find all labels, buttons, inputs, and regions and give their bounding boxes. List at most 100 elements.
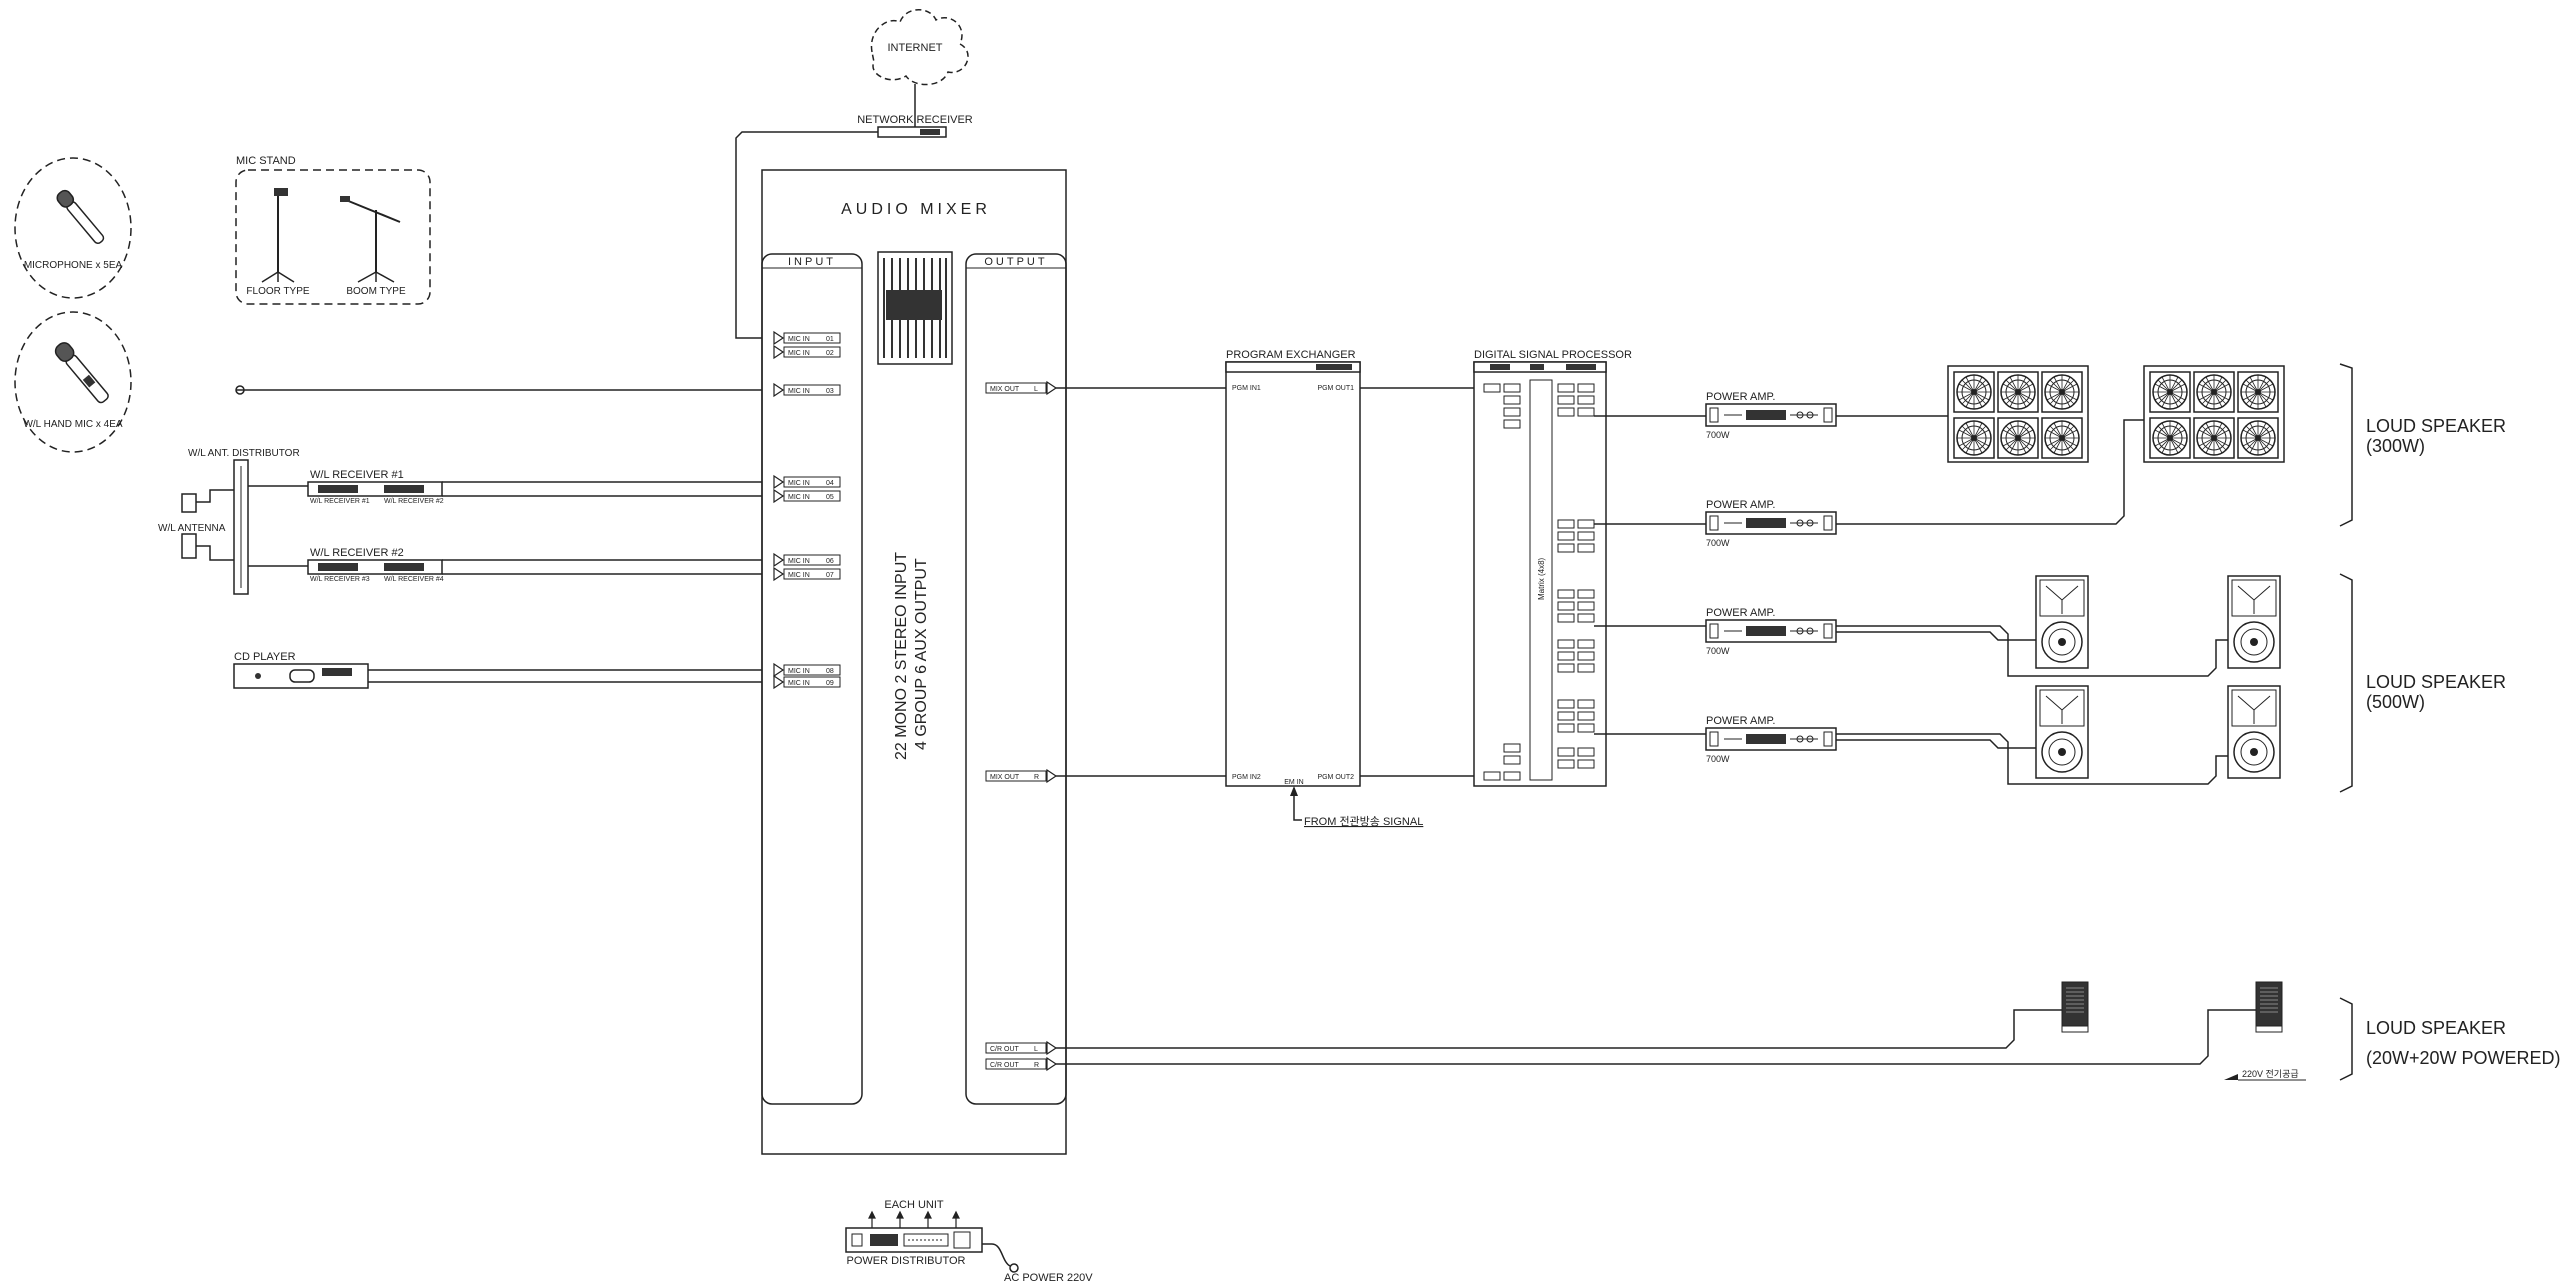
pgm-in2-label: PGM IN2 (1232, 774, 1261, 781)
mic-in-label: MIC IN (788, 558, 810, 565)
cr-out-links (1056, 1009, 2256, 1065)
receiver-1-sub-a: W/L RECEIVER #1 (310, 498, 370, 505)
dsp: DIGITAL SIGNAL PROCESSOR Matrix (4x8) (1473, 349, 1632, 787)
mic-in-label: MIC IN (788, 572, 810, 579)
power-amp-2: POWER AMP. 700W (1705, 499, 1837, 548)
mix-out-ch: R (1034, 774, 1039, 781)
floor-stand-icon (261, 188, 295, 283)
mic-in-port: MIC IN 07 (773, 567, 841, 581)
mic-in-label: MIC IN (788, 388, 810, 395)
amp-speaker-links (1836, 415, 2228, 785)
boom-stand-icon (340, 196, 401, 283)
receiver-1-link (248, 481, 774, 497)
speaker-group-powered-line1: LOUD SPEAKER (2366, 1018, 2506, 1038)
power-amp-watt: 700W (1706, 646, 1730, 656)
speaker-300w-b (2143, 365, 2285, 463)
receiver-2-label: W/L RECEIVER #2 (310, 547, 404, 559)
dsp-amp-links (1594, 415, 1710, 735)
from-signal-label: FROM 전관방송 SIGNAL (1304, 815, 1423, 828)
mic-in-label: MIC IN (788, 668, 810, 675)
network-receiver: NETWORK RECEIVER (857, 114, 973, 138)
speaker-300w-a (1947, 365, 2089, 463)
mixer-outputs: MIX OUT L MIX OUT R C/R OUT L C/R OUT R (985, 380, 1058, 1072)
power-amp-3: POWER AMP. 700W (1705, 607, 1837, 656)
receiver-2: W/L RECEIVER #2 W/L RECEIVER #3 W/L RECE… (307, 547, 444, 583)
program-exchanger: PROGRAM EXCHANGER PGM IN1 PGM OUT1 PGM I… (1225, 349, 1361, 787)
mixer-title: AUDIO MIXER (841, 201, 991, 218)
mix-out-label: MIX OUT (990, 386, 1020, 393)
receiver-1-sub-b: W/L RECEIVER #2 (384, 498, 444, 505)
ant-distributor-label: W/L ANT. DISTRIBUTOR (188, 448, 300, 459)
speaker-group-powered: LOUD SPEAKER (20W+20W POWERED) (2339, 997, 2561, 1081)
em-in-label: EM IN (1284, 779, 1303, 786)
mic-in-ch: 03 (826, 388, 834, 395)
mixer-input-label: INPUT (788, 256, 836, 268)
speaker-group-500w-line1: LOUD SPEAKER (2366, 672, 2506, 692)
receiver-1: W/L RECEIVER #1 W/L RECEIVER #1 W/L RECE… (307, 469, 444, 505)
microphone: MICROPHONE x 5EA (14, 157, 132, 299)
mix-out-ch: L (1034, 386, 1038, 393)
power-amp-watt: 700W (1706, 538, 1730, 548)
receiver-1-label: W/L RECEIVER #1 (310, 469, 404, 481)
power-distributor: EACH UNIT POWER DISTRIBUTOR AC POWER 220… (845, 1199, 1093, 1284)
speaker-group-300w: LOUD SPEAKER (300W) (2339, 363, 2506, 527)
antenna-label: W/L ANTENNA (158, 523, 226, 534)
mic-in-label: MIC IN (788, 680, 810, 687)
speaker-group-300w-line1: LOUD SPEAKER (2366, 416, 2506, 436)
pgm-out2-label: PGM OUT2 (1317, 774, 1354, 781)
cr-out-port: C/R OUT R (985, 1056, 1058, 1072)
speaker-500w-a (2035, 575, 2089, 669)
mic-in-label: MIC IN (788, 494, 810, 501)
mic-in-label: MIC IN (788, 336, 810, 343)
mic-in-label: MIC IN (788, 480, 810, 487)
wireless-mic-icon (54, 342, 109, 404)
mic-in-port: MIC IN 04 (773, 475, 841, 489)
mic-in-port: MIC IN 03 (773, 383, 841, 397)
cr-out-port: C/R OUT L (985, 1040, 1058, 1056)
speaker-500w-d (2227, 685, 2281, 779)
power-note: 220V 전기공급 (2224, 1069, 2306, 1081)
cd-player: CD PLAYER (233, 651, 369, 689)
power-note-label: 220V 전기공급 (2242, 1069, 2299, 1079)
speaker-500w-b (2227, 575, 2281, 669)
microphone-label: MICROPHONE x 5EA (24, 260, 123, 271)
mixer-console-icon (877, 251, 953, 365)
microphone-icon (56, 189, 105, 245)
speaker-500w-c (2035, 685, 2089, 779)
dsp-blocks (1483, 383, 1595, 781)
network-link (735, 131, 878, 339)
mic-in-ch: 04 (826, 480, 834, 487)
power-amp-label: POWER AMP. (1706, 391, 1775, 403)
mic-in-ch: 07 (826, 572, 834, 579)
mic-in-ch: 08 (826, 668, 834, 675)
wireless-mic: W/L HAND MIC x 4EA (14, 311, 132, 453)
speaker-group-300w-line2: (300W) (2366, 436, 2425, 456)
powered-speaker-b (2255, 981, 2283, 1033)
power-amp-label: POWER AMP. (1706, 715, 1775, 727)
dsp-matrix-label: Matrix (4x8) (1537, 557, 1546, 600)
pgm-in1-label: PGM IN1 (1232, 385, 1261, 392)
antenna: W/L ANTENNA (158, 489, 234, 561)
dsp-title: DIGITAL SIGNAL PROCESSOR (1474, 349, 1632, 361)
boom-type-label: BOOM TYPE (346, 286, 406, 297)
power-amp-4: POWER AMP. 700W (1705, 715, 1837, 764)
program-exchanger-title: PROGRAM EXCHANGER (1226, 349, 1356, 361)
cr-out-label: C/R OUT (990, 1062, 1020, 1069)
mic-in-port: MIC IN 08 (773, 663, 841, 677)
mixer-description-2: 4 GROUP 6 AUX OUTPUT (913, 558, 930, 750)
floor-type-label: FLOOR TYPE (246, 286, 309, 297)
cr-out-ch: L (1034, 1046, 1038, 1053)
power-amp-watt: 700W (1706, 430, 1730, 440)
em-in-signal: FROM 전관방송 SIGNAL (1290, 786, 1423, 828)
mic-in-port: MIC IN 09 (773, 675, 841, 689)
each-unit-label: EACH UNIT (884, 1199, 944, 1211)
mic-in-ch: 09 (826, 680, 834, 687)
mix-out-label: MIX OUT (990, 774, 1020, 781)
mic-in-ch: 01 (826, 336, 834, 343)
ac-power-cord (982, 1243, 1011, 1267)
mic-in-ch: 06 (826, 558, 834, 565)
mix-out-port: MIX OUT R (985, 768, 1058, 784)
mic-in-port: MIC IN 06 (773, 553, 841, 567)
